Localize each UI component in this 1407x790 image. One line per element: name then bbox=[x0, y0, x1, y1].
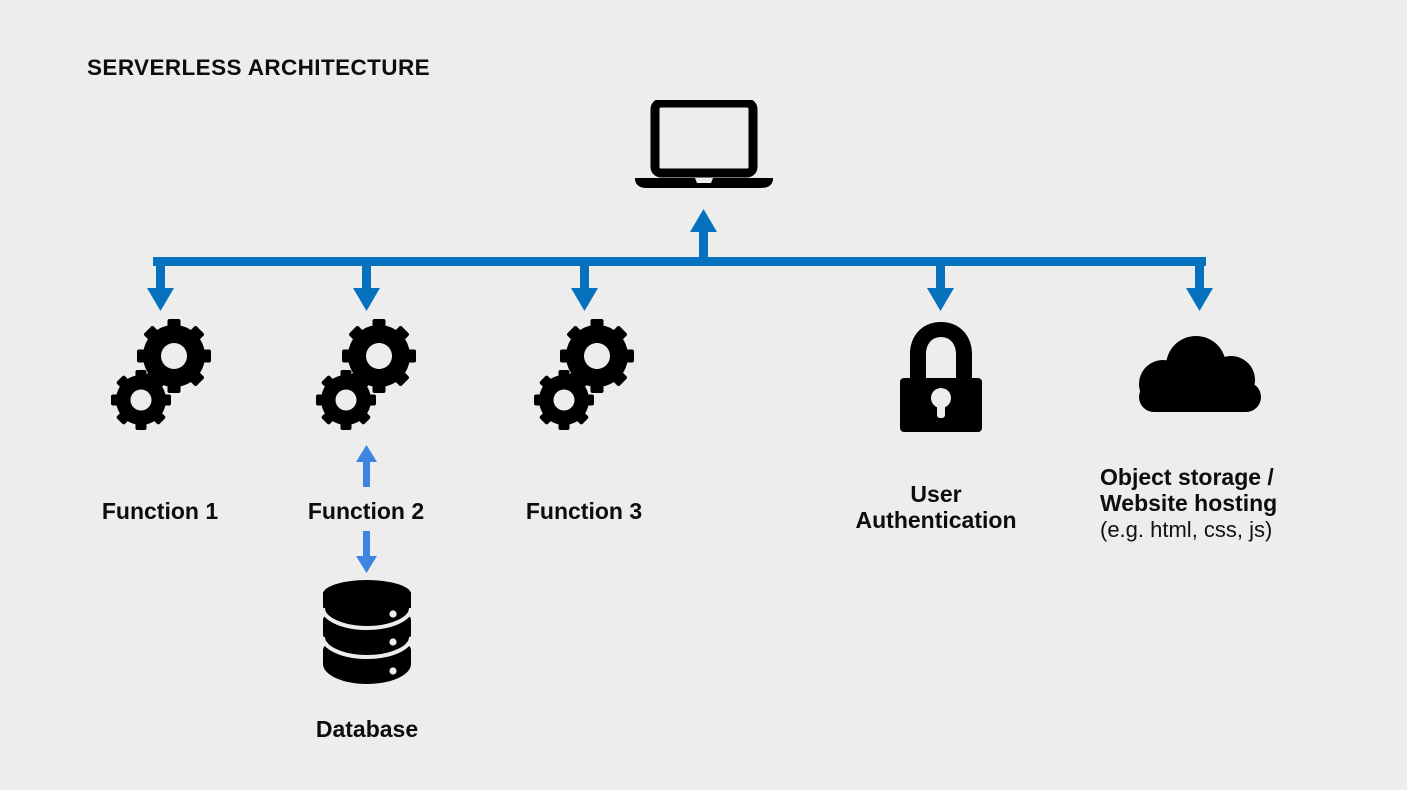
node-label-database: Database bbox=[267, 716, 467, 743]
arrow-bus-to-function-3 bbox=[571, 258, 598, 311]
arrow-bus-to-function-2 bbox=[353, 258, 380, 311]
arrow-bus-to-user-authentication bbox=[927, 258, 954, 311]
node-label-line: Database bbox=[315, 716, 419, 742]
node-label-line: Object storage / bbox=[1100, 464, 1274, 490]
gears-icon bbox=[313, 318, 421, 432]
gears-icon bbox=[108, 318, 216, 432]
node-label-line: User bbox=[910, 481, 962, 507]
bus-line bbox=[153, 257, 1206, 266]
laptop-icon bbox=[633, 98, 775, 190]
node-label-line: Function 1 bbox=[101, 498, 219, 524]
node-label-note: (e.g. html, css, js) bbox=[1100, 516, 1273, 542]
node-label-line: Function 3 bbox=[525, 498, 643, 524]
node-label-function-3: Function 3 bbox=[484, 498, 684, 525]
cloud-icon bbox=[1136, 334, 1264, 416]
arrow-bus-to-object-storage bbox=[1186, 258, 1213, 311]
arrow-bus-to-function-1 bbox=[147, 258, 174, 311]
arrow-function-2-to-database bbox=[356, 531, 377, 573]
database-icon bbox=[321, 578, 413, 688]
node-label-line: Function 2 bbox=[307, 498, 425, 524]
page-title: SERVERLESS ARCHITECTURE bbox=[87, 55, 430, 80]
node-label-object-storage: Object storage / Website hosting (e.g. h… bbox=[1100, 464, 1360, 542]
node-label-function-1: Function 1 bbox=[60, 498, 260, 525]
lock-icon bbox=[890, 320, 992, 434]
node-label-line: Website hosting bbox=[1100, 489, 1278, 516]
gears-icon bbox=[531, 318, 639, 432]
node-label-function-2: Function 2 bbox=[266, 498, 466, 525]
arrow-bus-to-client bbox=[690, 209, 717, 264]
node-label-user-authentication: User Authentication bbox=[836, 481, 1036, 534]
arrow-database-to-function-2 bbox=[356, 445, 377, 487]
node-label-line: Authentication bbox=[855, 506, 1017, 533]
